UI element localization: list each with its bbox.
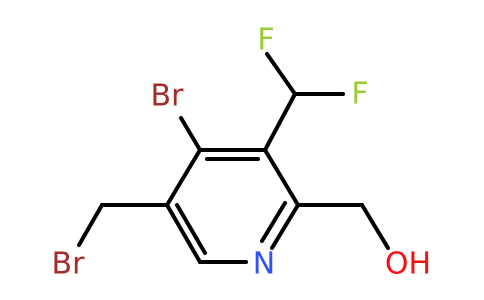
bond-chf2-ring <box>263 92 297 152</box>
bond-ch2-br <box>77 203 104 247</box>
bond-c4-br <box>179 116 202 152</box>
bond-c2-c3 <box>263 148 300 207</box>
bond-f-top-chf2 <box>265 52 297 96</box>
bond-group <box>77 52 390 264</box>
bond-ch2-oh <box>360 203 390 250</box>
bond-c5-c6 <box>165 203 202 264</box>
atom-hydroxyl: OH <box>385 247 431 282</box>
atom-bromine-methyl: Br <box>52 247 86 282</box>
atom-fluorine-top: F <box>257 23 274 58</box>
bond-c5-c6-inner <box>175 203 207 255</box>
atom-bromine-ring: Br <box>151 79 185 114</box>
bond-n-c2 <box>270 203 300 250</box>
atom-nitrogen: N <box>253 247 275 282</box>
bond-c4-c5 <box>165 148 202 207</box>
atom-fluorine-right: F <box>351 77 368 112</box>
bond-n-c2-inner <box>260 201 287 243</box>
